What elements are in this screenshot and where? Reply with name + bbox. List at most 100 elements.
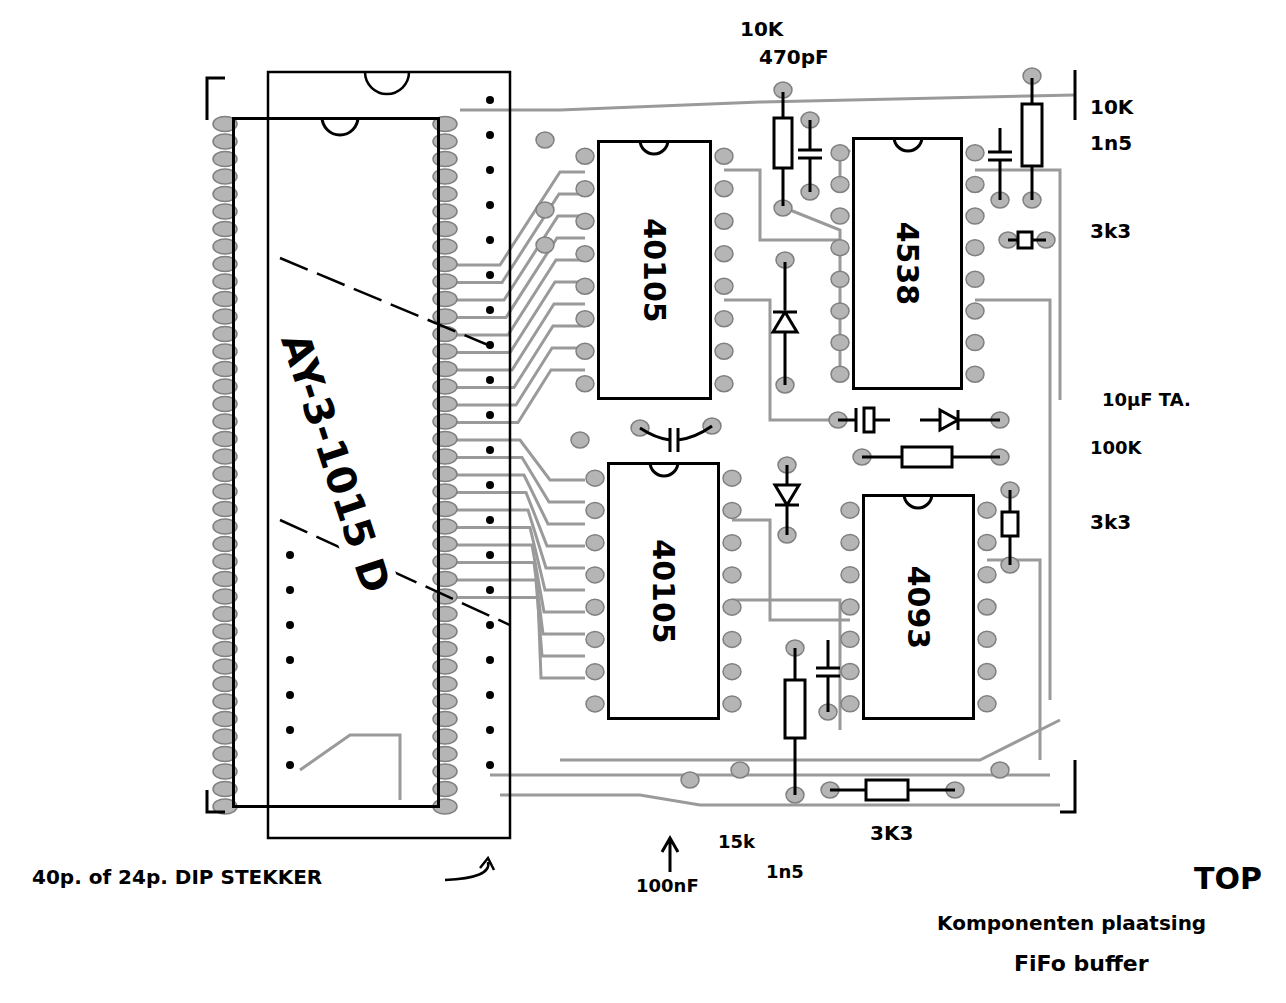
solder-pad bbox=[831, 366, 849, 382]
solder-pad bbox=[433, 677, 457, 692]
copper-trace bbox=[457, 458, 585, 503]
solder-pad bbox=[978, 534, 996, 550]
solder-pad bbox=[433, 239, 457, 254]
copper-trace bbox=[457, 326, 585, 388]
solder-pad bbox=[433, 502, 457, 517]
solder-pad bbox=[991, 762, 1009, 778]
solder-pad bbox=[723, 696, 741, 712]
solder-pad bbox=[433, 607, 457, 622]
solder-pad bbox=[978, 664, 996, 680]
pin-dot bbox=[486, 131, 494, 139]
solder-pad bbox=[841, 567, 859, 583]
solder-pad bbox=[433, 327, 457, 342]
solder-pad bbox=[433, 659, 457, 674]
resistor-symbol bbox=[1022, 104, 1042, 166]
resistor-lead bbox=[862, 456, 1000, 459]
copper-trace bbox=[560, 720, 1060, 760]
pin-dot bbox=[486, 376, 494, 384]
ic-type-label: 4538 bbox=[890, 219, 925, 309]
solder-pad bbox=[966, 145, 984, 161]
copper-trace bbox=[457, 260, 585, 335]
copper-trace bbox=[975, 170, 1060, 400]
solder-pad bbox=[433, 624, 457, 639]
component-value: 15k bbox=[716, 832, 757, 852]
solder-pad bbox=[576, 376, 594, 392]
pin-dot bbox=[486, 691, 494, 699]
diode-symbol bbox=[775, 465, 799, 535]
resistor-symbol bbox=[1018, 232, 1032, 248]
solder-pad bbox=[978, 631, 996, 647]
solder-pad bbox=[978, 502, 996, 518]
component-value: 1n5 bbox=[1088, 132, 1134, 154]
solder-pad bbox=[723, 502, 741, 518]
component-value: 3K3 bbox=[868, 822, 915, 844]
solder-pad bbox=[715, 148, 733, 164]
copper-traces bbox=[300, 95, 1075, 805]
solder-pad bbox=[576, 148, 594, 164]
solder-pad bbox=[433, 747, 457, 762]
resistor-symbol bbox=[1002, 512, 1018, 536]
ic-outline: 4093 bbox=[862, 494, 975, 720]
solder-pad bbox=[433, 187, 457, 202]
resistor-lead bbox=[1009, 490, 1012, 565]
solder-pad bbox=[831, 145, 849, 161]
solder-pad bbox=[571, 432, 589, 448]
note-text: Komponenten plaatsing bbox=[935, 912, 1208, 934]
resistor-lead bbox=[794, 648, 797, 795]
solder-pad bbox=[831, 176, 849, 192]
copper-trace bbox=[457, 282, 585, 353]
solder-pad bbox=[536, 237, 554, 253]
resistor-lead bbox=[1008, 239, 1046, 242]
pin-dot bbox=[286, 691, 294, 699]
ic-type-label: 40105 bbox=[637, 215, 672, 325]
ic-outline: AY-3-1015 D bbox=[232, 117, 440, 808]
solder-pad bbox=[731, 762, 749, 778]
note-text: FiFo buffer bbox=[1012, 952, 1150, 976]
copper-trace bbox=[790, 210, 840, 380]
resistor-symbol bbox=[785, 680, 805, 738]
solder-pad bbox=[576, 246, 594, 262]
solder-pad bbox=[433, 729, 457, 744]
component-symbols bbox=[207, 70, 1075, 880]
solder-pad bbox=[715, 343, 733, 359]
pin-dot bbox=[486, 411, 494, 419]
solder-pad bbox=[433, 572, 457, 587]
pin-dot bbox=[486, 201, 494, 209]
solder-pad bbox=[433, 537, 457, 552]
solder-pads bbox=[213, 68, 1055, 814]
note-text: TOP bbox=[1192, 862, 1264, 895]
solder-pad bbox=[966, 240, 984, 256]
solder-pad bbox=[433, 764, 457, 779]
solder-pad bbox=[433, 519, 457, 534]
solder-pad bbox=[586, 599, 604, 615]
solder-pad bbox=[576, 311, 594, 327]
pin-dot bbox=[486, 726, 494, 734]
pin-dot bbox=[486, 481, 494, 489]
solder-pad bbox=[586, 567, 604, 583]
capacitor-symbol bbox=[816, 640, 840, 712]
solder-pad bbox=[576, 343, 594, 359]
resistor-lead bbox=[830, 789, 955, 792]
resistor-lead bbox=[782, 92, 785, 206]
solder-pad bbox=[576, 181, 594, 197]
solder-pad bbox=[433, 134, 457, 149]
solder-pad bbox=[576, 278, 594, 294]
copper-trace bbox=[457, 216, 585, 300]
capacitor-symbol bbox=[838, 408, 890, 432]
solder-pad bbox=[433, 204, 457, 219]
solder-pad bbox=[433, 397, 457, 412]
solder-pad bbox=[723, 631, 741, 647]
resistor-symbol bbox=[902, 447, 952, 467]
solder-pad bbox=[433, 344, 457, 359]
solder-pad bbox=[536, 132, 554, 148]
capacitor-symbol bbox=[640, 426, 712, 452]
solder-pad bbox=[966, 271, 984, 287]
component-value: 10µF TA. bbox=[1100, 390, 1193, 410]
pin-dot bbox=[286, 586, 294, 594]
solder-pad bbox=[966, 176, 984, 192]
pin-dot bbox=[286, 551, 294, 559]
copper-trace bbox=[724, 300, 835, 420]
solder-pad bbox=[433, 257, 457, 272]
solder-pad bbox=[831, 335, 849, 351]
dip-plug-notch bbox=[365, 72, 409, 94]
